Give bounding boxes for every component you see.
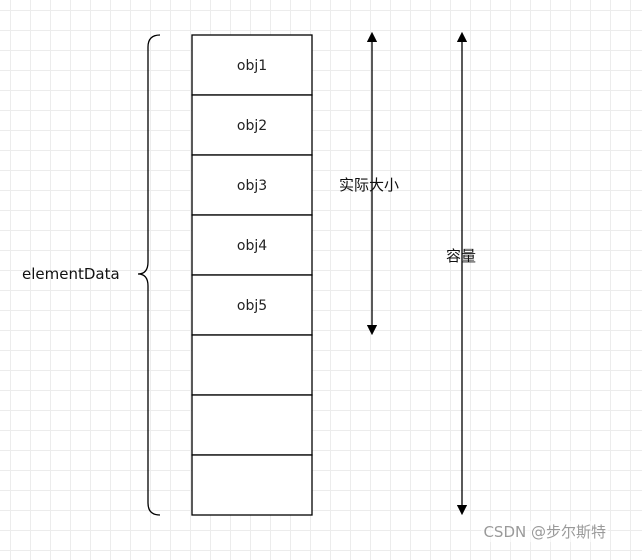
- array-cell-box: [191, 94, 313, 156]
- array-cell: obj4: [191, 214, 313, 276]
- array-cell-box: [191, 334, 313, 396]
- array-cell-label: obj3: [237, 178, 267, 194]
- array-cell: obj2: [191, 94, 313, 156]
- array-cell: obj1: [191, 34, 313, 96]
- array-cell: obj5: [191, 274, 313, 336]
- array-cell-box: [191, 154, 313, 216]
- array-cell-box: [191, 214, 313, 276]
- capacity-label: 容量: [446, 247, 476, 265]
- array-cell-box: [191, 454, 313, 516]
- array-cell-box: [191, 34, 313, 96]
- element-data-brace: [137, 34, 161, 516]
- watermark: CSDN @步尔斯特: [481, 521, 608, 542]
- array-cell-label: obj5: [237, 298, 267, 314]
- array-cell-label: obj2: [237, 118, 267, 134]
- array-cell: [191, 334, 313, 396]
- array-cell: [191, 454, 313, 516]
- array-cell-label: obj1: [237, 58, 267, 74]
- array-cell-box: [191, 394, 313, 456]
- array-cells: obj1 obj2 obj3 obj4 obj5: [191, 34, 313, 516]
- array-cell-label: obj4: [237, 238, 267, 254]
- element-data-label: elementData: [22, 265, 120, 283]
- actual-size-label: 实际大小: [339, 176, 399, 194]
- array-cell: [191, 394, 313, 456]
- array-cell: obj3: [191, 154, 313, 216]
